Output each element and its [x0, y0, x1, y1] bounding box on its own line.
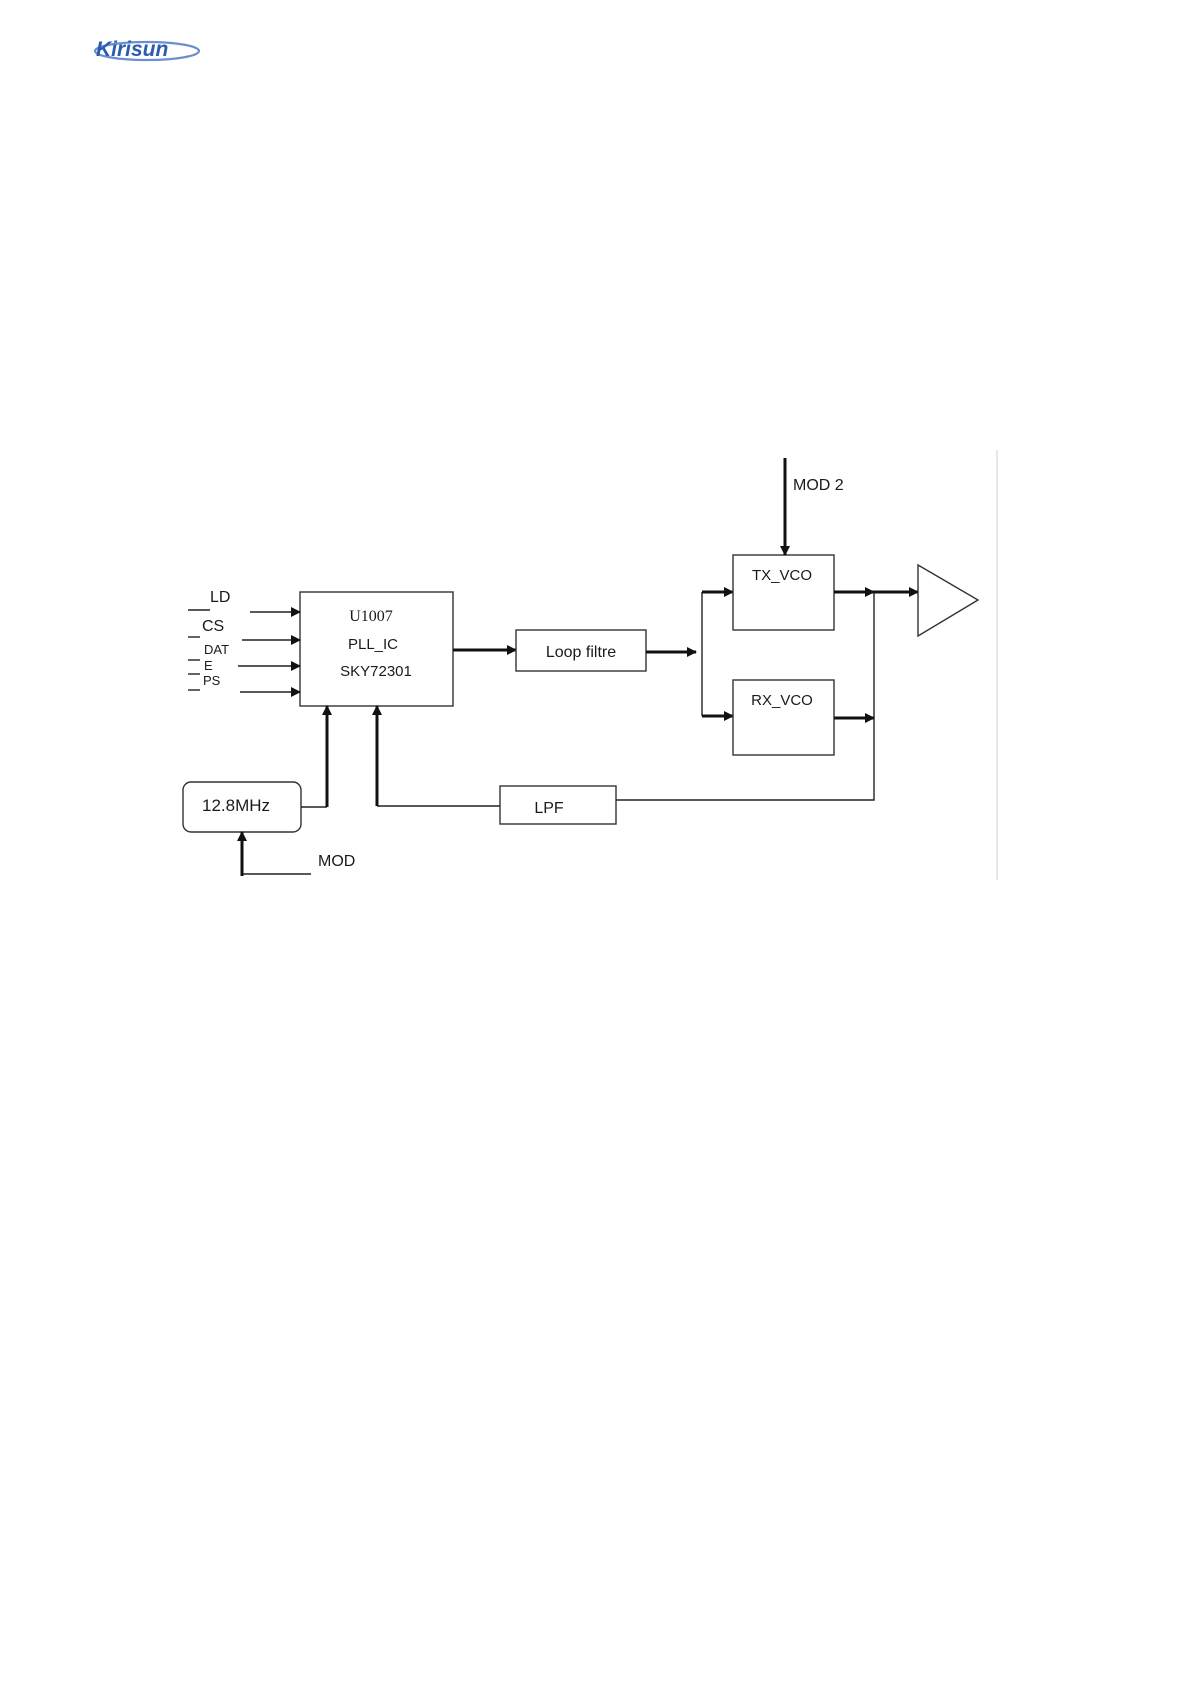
pll-label-pll-ic: PLL_IC	[348, 636, 398, 653]
loop-filter-label: Loop filtre	[546, 644, 616, 661]
tx-vco-block: TX_VCO	[733, 555, 834, 630]
input-label-ps: PS	[203, 673, 221, 688]
lpf-block: LPF	[500, 786, 616, 824]
input-label-cs: CS	[202, 618, 224, 635]
pll-ic-block: U1007 PLL_IC SKY72301	[300, 592, 453, 706]
input-label-e: E	[204, 658, 213, 673]
rx-vco-label: RX_VCO	[751, 692, 813, 709]
reference-oscillator-label: 12.8MHz	[202, 796, 270, 815]
pll-label-sky72301: SKY72301	[340, 663, 412, 680]
tx-vco-label: TX_VCO	[752, 567, 812, 584]
pll-label-u1007: U1007	[349, 608, 393, 625]
control-inputs: LD CS DAT E PS	[188, 589, 300, 692]
input-label-dat: DAT	[204, 642, 229, 657]
mod-label: MOD	[318, 853, 355, 870]
lpf-label: LPF	[534, 800, 564, 817]
input-label-ld: LD	[210, 589, 230, 606]
mod2-label: MOD 2	[793, 477, 844, 494]
amplifier-triangle	[918, 565, 978, 636]
reference-oscillator-block: 12.8MHz	[183, 782, 301, 832]
rx-vco-block: RX_VCO	[733, 680, 834, 755]
loop-filter-block: Loop filtre	[516, 630, 646, 671]
